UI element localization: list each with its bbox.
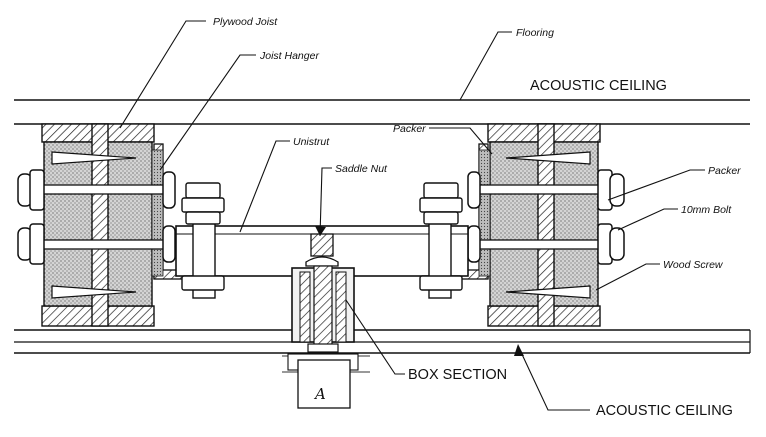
label-packer-right: Packer — [708, 165, 741, 177]
box-section — [291, 265, 355, 353]
label-acoustic-ceiling-bottom: ACOUSTIC CEILING — [596, 403, 733, 419]
label-box-section: BOX SECTION — [408, 367, 507, 383]
label-unistrut: Unistrut — [293, 136, 330, 148]
saddle-nut — [305, 233, 339, 267]
arrowheads — [315, 226, 524, 356]
unistrut-left-bolt-stack — [181, 182, 225, 291]
label-wood-screw: Wood Screw — [663, 259, 724, 271]
unistrut-right-bolt-stack — [419, 182, 463, 291]
left-plywood-joist — [41, 123, 155, 327]
section-marker — [282, 353, 370, 409]
label-saddle-nut: Saddle Nut — [335, 163, 388, 175]
label-packer-left: Packer — [393, 123, 426, 135]
label-acoustic-ceiling-top: ACOUSTIC CEILING — [530, 78, 667, 94]
label-10mm-bolt: 10mm Bolt — [681, 204, 732, 216]
label-plywood-joist: Plywood Joist — [213, 16, 278, 28]
label-flooring: Flooring — [516, 27, 554, 39]
label-joist-hanger: Joist Hanger — [259, 50, 319, 62]
left-bolts — [17, 169, 176, 265]
section-letter: A — [313, 385, 326, 403]
leader-lines — [119, 20, 705, 411]
right-plywood-joist — [487, 123, 601, 327]
acoustic-ceiling-layer — [14, 329, 751, 354]
